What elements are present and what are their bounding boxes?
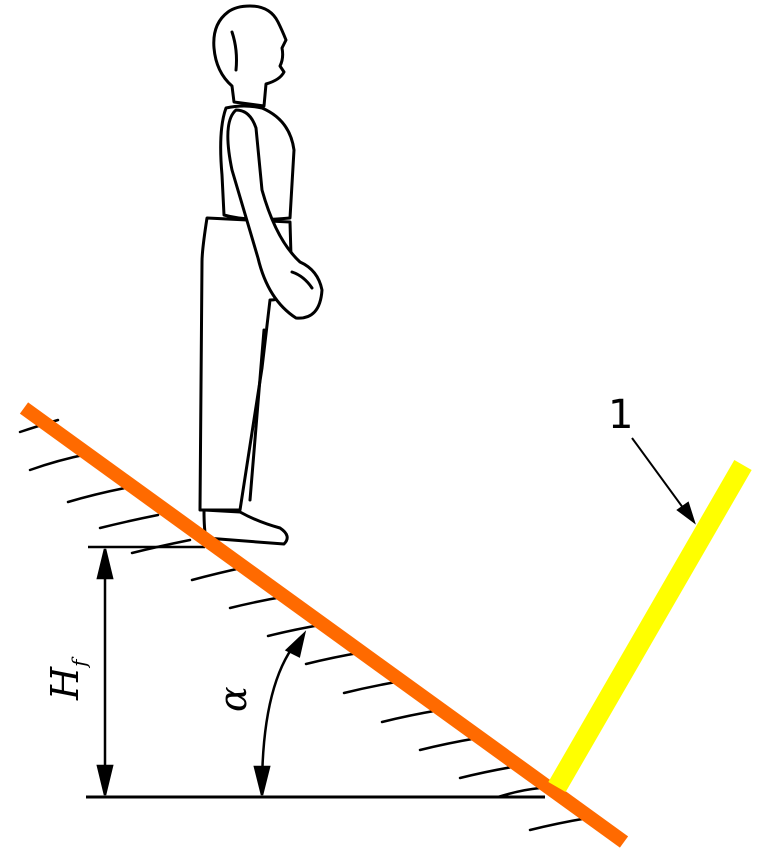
height-dimension — [96, 548, 114, 796]
callout-leader — [631, 437, 696, 525]
barrier-bar — [548, 459, 752, 793]
slope-line — [19, 402, 629, 848]
angle-arc — [253, 630, 307, 796]
callout-label: 1 — [608, 392, 633, 438]
height-label: Hf — [43, 656, 91, 701]
angle-label: α — [211, 686, 255, 712]
person-figure — [198, 4, 324, 546]
